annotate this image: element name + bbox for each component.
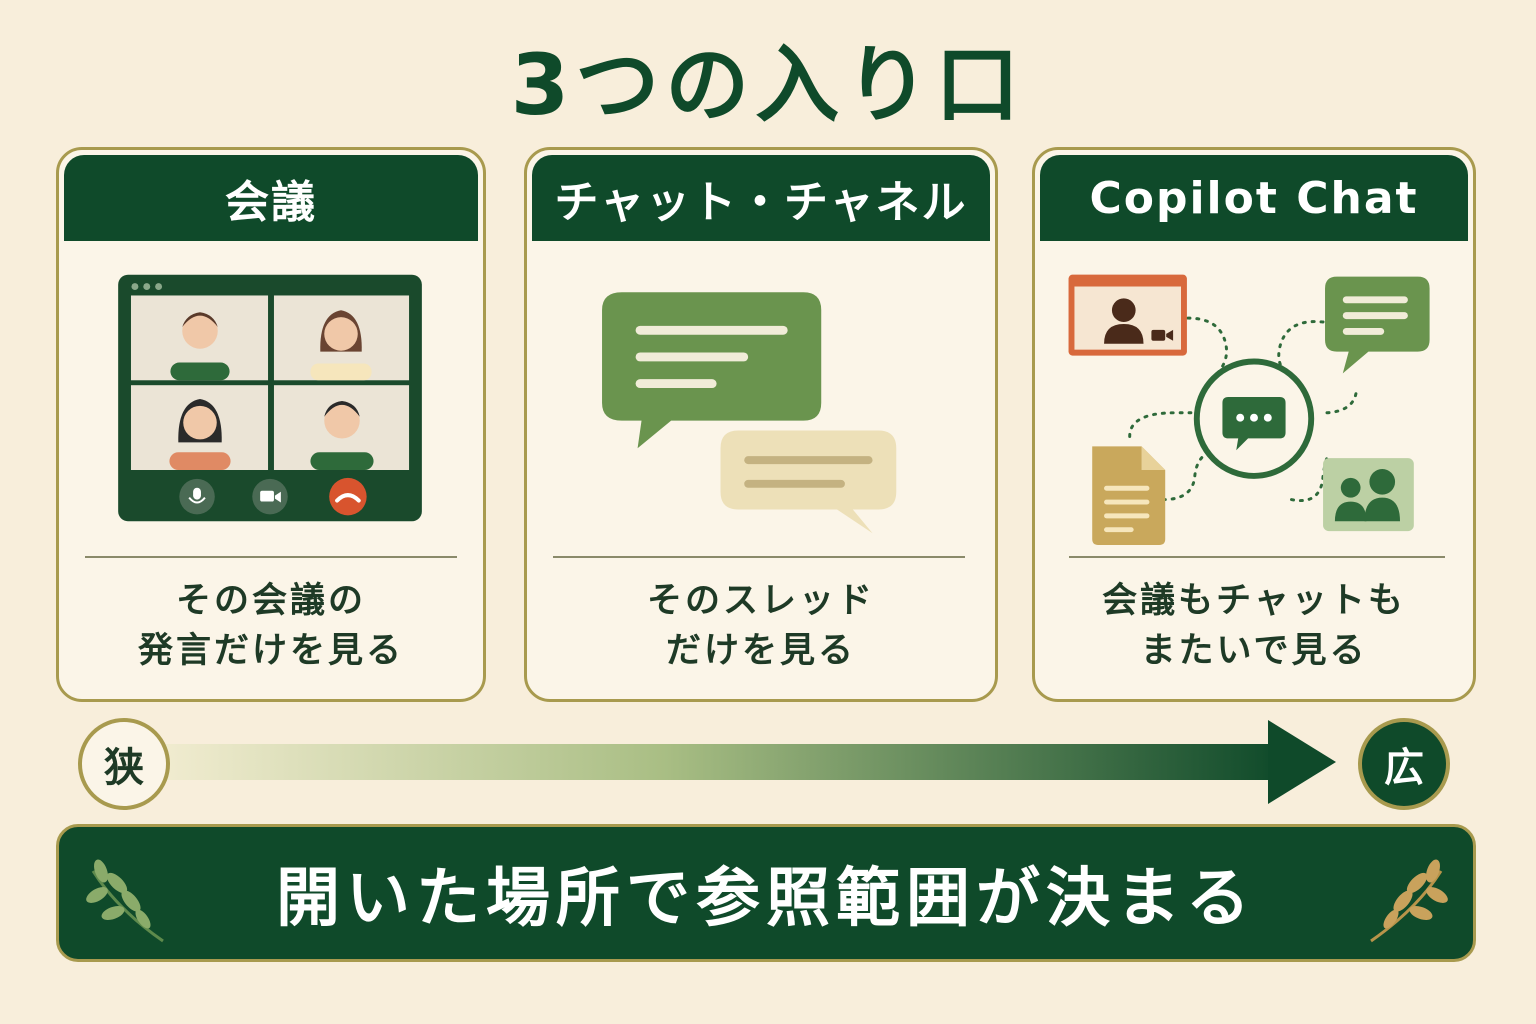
scale-wide-label: 広 bbox=[1358, 718, 1450, 810]
video-conference-icon bbox=[118, 274, 422, 522]
card-meeting-desc-line2: 発言だけを見る bbox=[137, 631, 404, 671]
card-meeting-divider bbox=[85, 556, 457, 558]
card-copilot-chat-desc: 会議もチャットも またいで見る bbox=[1035, 576, 1473, 676]
scale-narrow-label: 狭 bbox=[78, 718, 170, 810]
card-copilot-chat-desc-line1: 会議もチャットも bbox=[1102, 581, 1406, 621]
card-meeting-desc: その会議の 発言だけを見る bbox=[59, 576, 483, 676]
card-chat-divider bbox=[553, 556, 965, 558]
card-chat-desc-line1: そのスレッド bbox=[646, 581, 875, 621]
card-copilot-chat-header: Copilot Chat bbox=[1040, 155, 1468, 241]
card-meeting-desc-line1: その会議の bbox=[175, 581, 366, 621]
document-icon bbox=[1092, 446, 1166, 545]
card-meeting-header: 会議 bbox=[64, 155, 478, 241]
conclusion-banner-text: 開いた場所で参照範囲が決まる bbox=[276, 862, 1256, 936]
copilot-hub-icon bbox=[1068, 274, 1430, 545]
laurel-icon bbox=[1370, 859, 1448, 943]
page-title: 3つの入り口 bbox=[510, 36, 1026, 134]
card-chat-header: チャット・チャネル bbox=[532, 155, 990, 241]
card-chat-desc-line2: だけを見る bbox=[665, 631, 856, 671]
card-copilot-chat: Copilot Chat bbox=[1032, 147, 1476, 702]
card-chat: チャット・チャネル そのスレッド だけを見る bbox=[524, 147, 998, 702]
chat-bubbles-icon bbox=[602, 292, 897, 534]
card-copilot-chat-divider bbox=[1069, 556, 1445, 558]
card-copilot-chat-desc-line2: またいで見る bbox=[1140, 631, 1368, 671]
card-meeting: 会議 その会議の 発 bbox=[56, 147, 486, 702]
laurel-icon bbox=[86, 859, 164, 943]
card-chat-desc: そのスレッド だけを見る bbox=[527, 576, 995, 676]
conclusion-banner: 開いた場所で参照範囲が決まる bbox=[56, 824, 1476, 962]
scope-arrow bbox=[160, 720, 1336, 804]
